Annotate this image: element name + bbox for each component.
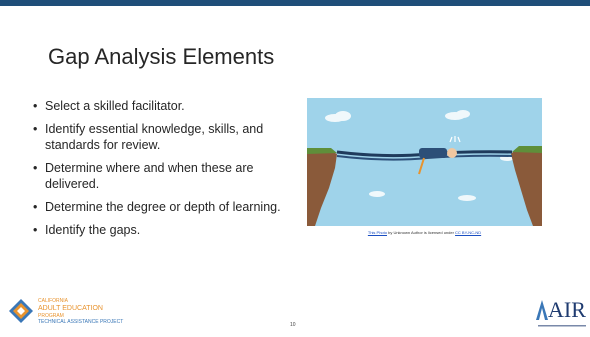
logo-line-3: PROGRAM	[38, 312, 64, 319]
license-link[interactable]: CC BY-NC-ND	[455, 230, 482, 235]
bullet-item: Identify essential knowledge, skills, an…	[33, 121, 293, 153]
air-logo: AIR	[536, 298, 586, 332]
bullet-item: Determine where and when these are deliv…	[33, 160, 293, 192]
logo-line-4: TECHNICAL ASSISTANCE PROJECT	[38, 319, 124, 325]
photo-caption: This Photo by Unknown Author is licensed…	[307, 230, 542, 235]
air-logo-text: AIR	[548, 297, 586, 322]
bullet-list: Select a skilled facilitator. Identify e…	[33, 98, 293, 245]
gap-illustration	[307, 98, 542, 226]
photo-link[interactable]: This Photo	[367, 230, 387, 235]
logo-line-2: ADULT EDUCATION	[38, 304, 103, 312]
logo-line-1: CALIFORNIA	[38, 298, 69, 304]
air-logo-mark-icon	[536, 300, 548, 320]
bullet-item: Determine the degree or depth of learnin…	[33, 199, 293, 215]
page-number: 10	[290, 322, 296, 328]
bullet-item: Identify the gaps.	[33, 222, 293, 238]
slide-top-bar	[0, 0, 590, 6]
bullet-item: Select a skilled facilitator.	[33, 98, 293, 114]
caption-text: by Unknown Author is licensed under	[387, 230, 456, 235]
logo-text: CALIFORNIA ADULT EDUCATION PROGRAM TECHN…	[38, 298, 123, 326]
diamond-logo-icon	[9, 299, 33, 323]
air-tagline-graphic	[538, 325, 586, 327]
cal-adult-ed-logo: CALIFORNIA ADULT EDUCATION PROGRAM TECHN…	[8, 295, 158, 335]
slide-title: Gap Analysis Elements	[48, 44, 275, 69]
